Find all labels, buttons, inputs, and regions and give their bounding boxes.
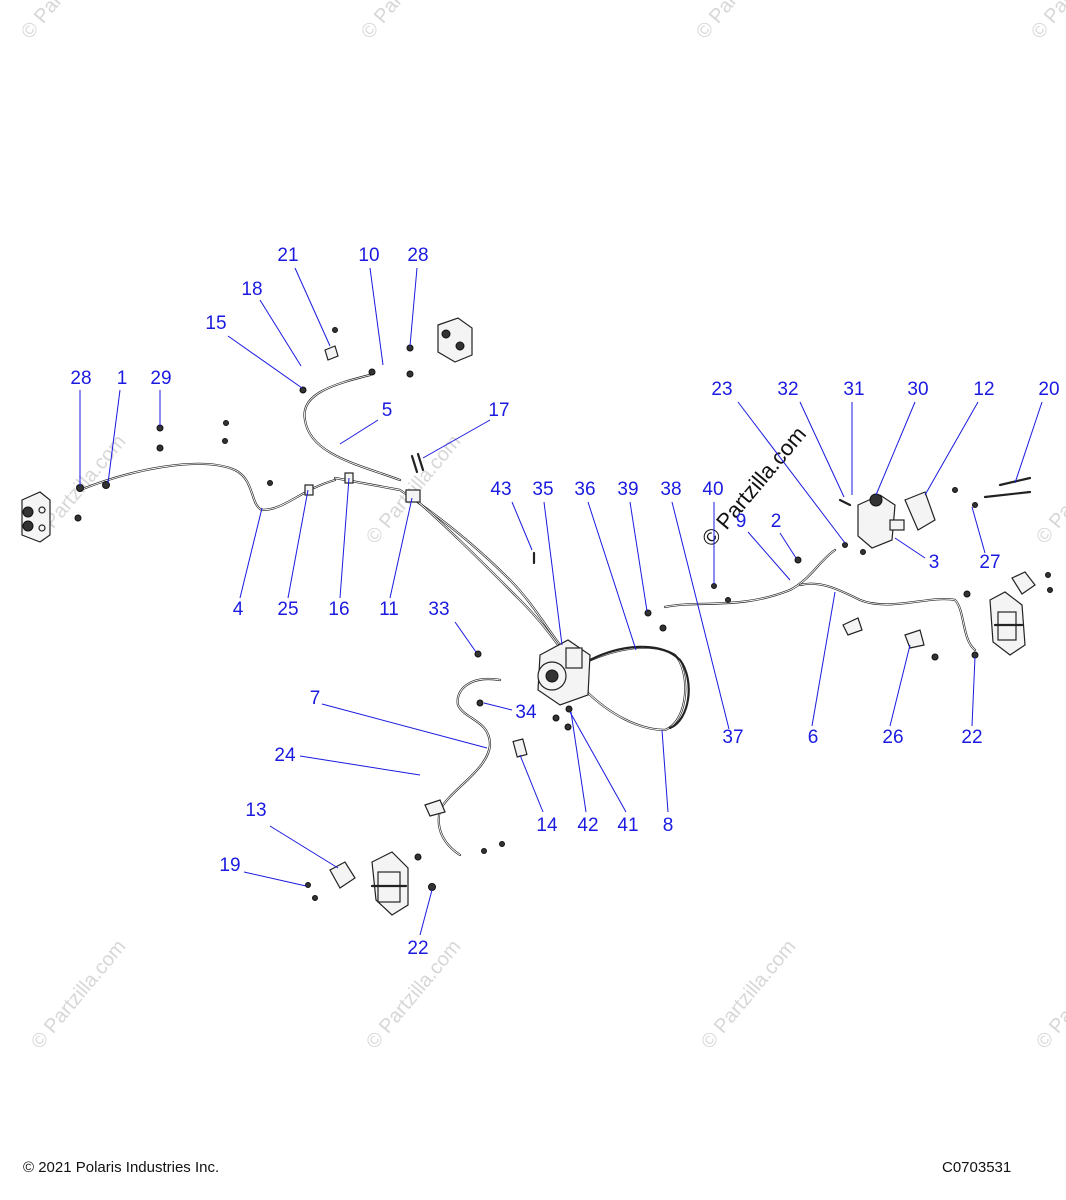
brake-pad-rear-left (329, 861, 356, 889)
watermark-text: © Partzilla.com (692, 0, 795, 43)
copyright-text: © 2021 Polaris Industries Inc. (23, 1159, 220, 1176)
callout-label-20: 20 (1038, 379, 1059, 400)
callout-label-28: 28 (407, 245, 428, 266)
callout-label-31: 31 (843, 379, 864, 400)
callout-label-23: 23 (711, 379, 732, 400)
brake-lines (78, 373, 977, 857)
callout-label-28: 28 (70, 368, 91, 389)
callout-label-29: 29 (150, 368, 171, 389)
callout-label-27: 27 (979, 552, 1000, 573)
callout-label-10: 10 (358, 245, 379, 266)
callout-label-5: 5 (382, 400, 393, 421)
watermark-text: © Partzilla.com (1032, 431, 1066, 548)
watermark-text: © Partzilla.com (697, 936, 800, 1053)
caliper-rear-right (989, 591, 1026, 656)
watermark-layer: © Partzilla.com © Partzilla.com © Partzi… (17, 0, 1066, 1053)
callout-label-26: 26 (882, 727, 903, 748)
callout-label-7: 7 (310, 688, 321, 709)
callout-label-22: 22 (407, 938, 428, 959)
callout-label-35: 35 (532, 479, 553, 500)
watermark-text: © Partzilla.com (27, 936, 130, 1053)
reservoir-cover (904, 491, 936, 531)
watermark-text: © Partzilla.com (1032, 936, 1066, 1053)
callout-label-42: 42 (577, 815, 598, 836)
caliper-rear-left (370, 851, 409, 916)
callout-label-30: 30 (907, 379, 928, 400)
watermark-text: © Partzilla.com (17, 0, 120, 43)
callout-label-9: 9 (736, 511, 747, 532)
callout-label-41: 41 (617, 815, 638, 836)
callout-label-33: 33 (428, 599, 449, 620)
callout-label-16: 16 (328, 599, 349, 620)
callout-label-18: 18 (241, 279, 262, 300)
callout-label-34: 34 (515, 702, 537, 723)
diagram-code: C0703531 (942, 1159, 1012, 1176)
callout-label-4: 4 (233, 599, 244, 620)
callout-label-39: 39 (617, 479, 638, 500)
caliper-front-left (21, 491, 51, 543)
brackets (304, 345, 925, 817)
callout-label-1: 1 (117, 368, 128, 389)
callout-label-43: 43 (490, 479, 511, 500)
callout-label-13: 13 (245, 800, 266, 821)
master-cylinder (857, 493, 905, 549)
callout-label-24: 24 (274, 745, 296, 766)
callout-label-32: 32 (777, 379, 798, 400)
callout-label-22: 22 (961, 727, 982, 748)
callout-label-6: 6 (808, 727, 819, 748)
callout-label-8: 8 (663, 815, 674, 836)
callout-label-36: 36 (574, 479, 595, 500)
callout-label-11: 11 (379, 599, 399, 620)
abs-module (537, 639, 591, 706)
watermark-text: © Partzilla.com (357, 0, 460, 43)
callout-label-15: 15 (205, 313, 226, 334)
callout-label-17: 17 (488, 400, 509, 421)
callout-label-38: 38 (660, 479, 681, 500)
callout-label-3: 3 (929, 552, 940, 573)
callout-label-21: 21 (277, 245, 298, 266)
callout-label-19: 19 (219, 855, 240, 876)
callout-label-14: 14 (536, 815, 558, 836)
callout-leaders (79, 267, 1043, 936)
caliper-front-right (437, 317, 473, 363)
watermark-text: © Partzilla.com (1027, 0, 1066, 43)
brake-pad-rear-right (1011, 571, 1036, 595)
fasteners (74, 327, 1053, 901)
callout-label-12: 12 (973, 379, 994, 400)
callout-label-40: 40 (702, 479, 723, 500)
callout-label-37: 37 (722, 727, 743, 748)
callout-label-2: 2 (771, 511, 782, 532)
callout-label-25: 25 (277, 599, 298, 620)
